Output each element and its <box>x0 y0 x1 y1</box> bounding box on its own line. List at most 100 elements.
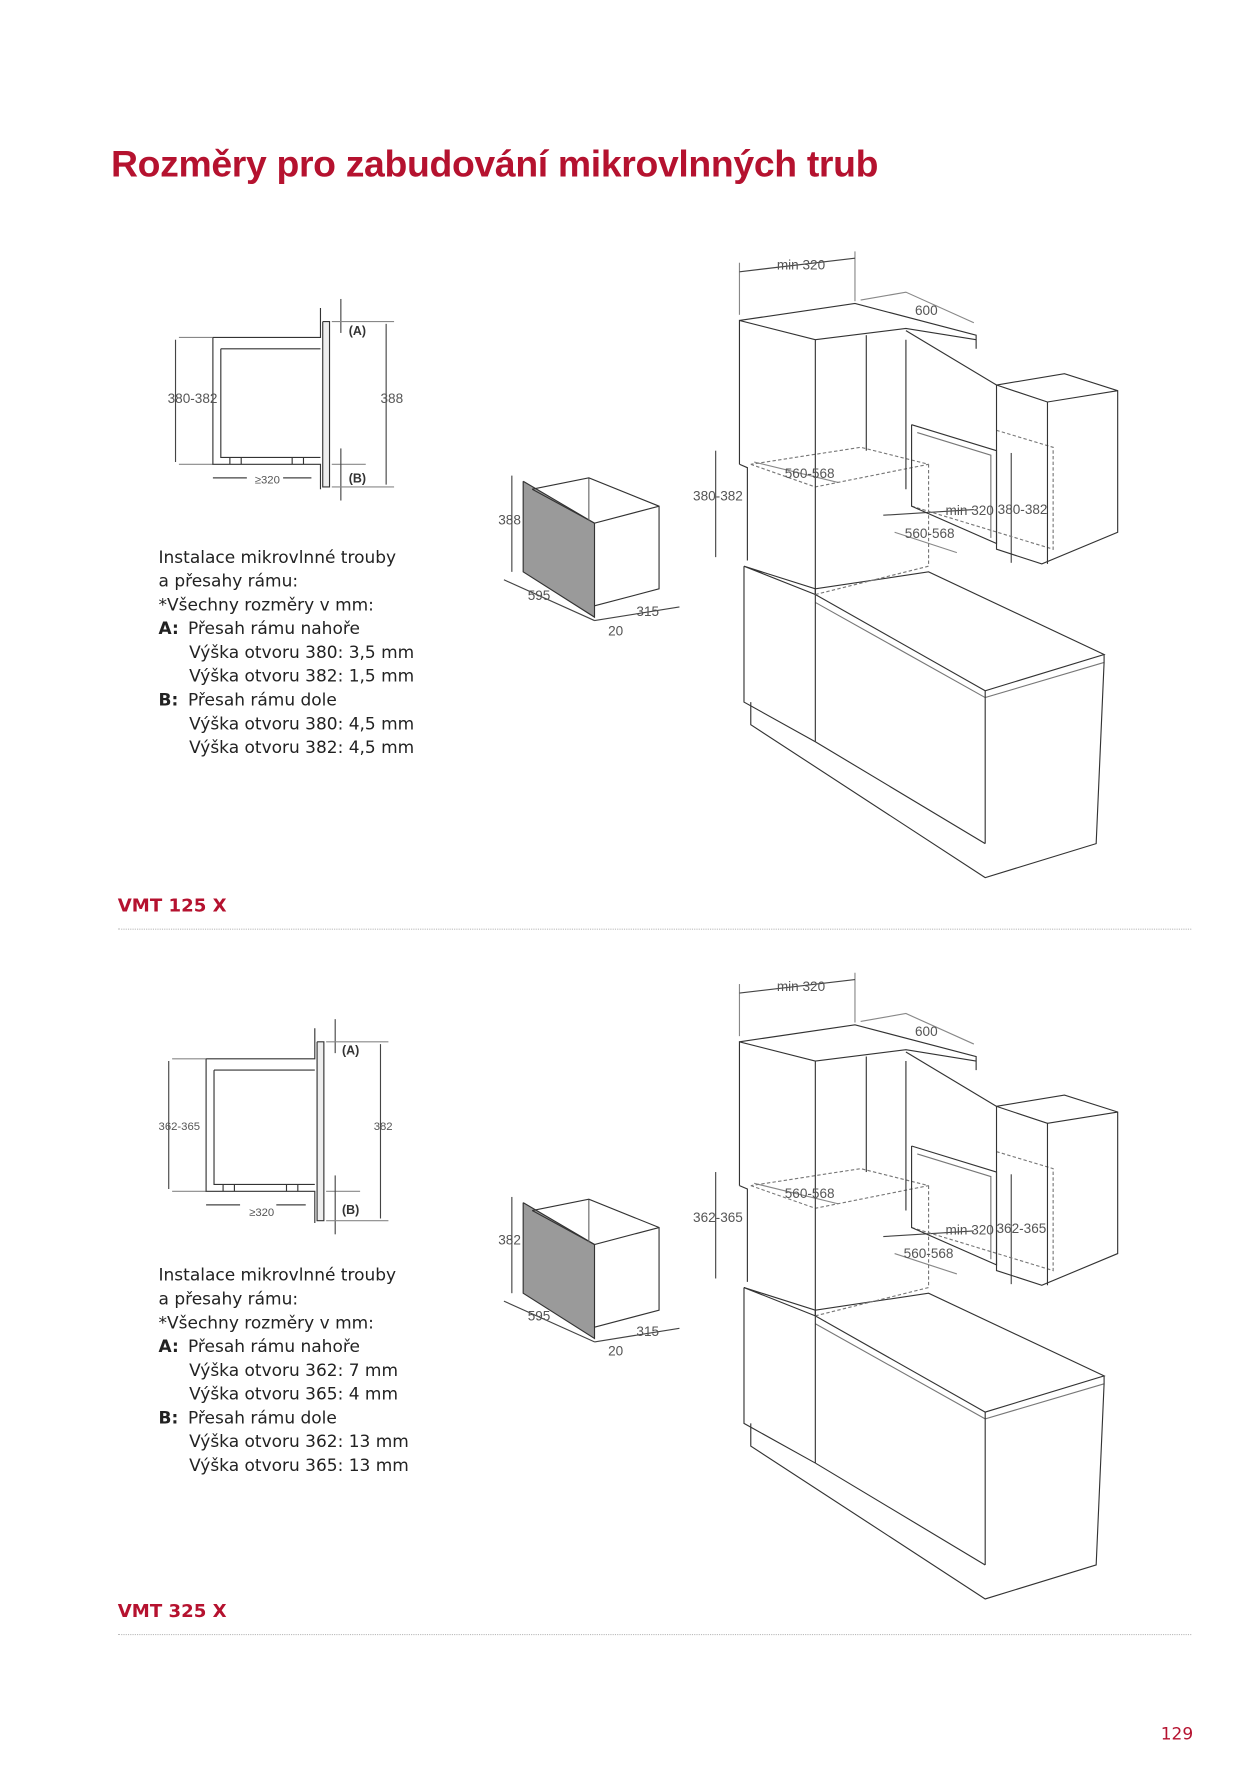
installation-notes-2: Instalace mikrovlnné trouby a přesahy rá… <box>159 1264 409 1478</box>
niche-height-left-label: 380-382 <box>693 489 743 504</box>
drawing-line <box>739 463 748 561</box>
niche-height-right-label: 362-365 <box>997 1221 1047 1236</box>
depth-label: ≥320 <box>255 475 280 487</box>
overlap-a-label: (A) <box>342 1043 359 1057</box>
microwave-width-label: 595 <box>528 588 551 603</box>
section-1-diagrams: 380-382 388 ≥320 (A) (B) min 320 600 560… <box>168 251 1119 879</box>
niche-width-left-label: 560-568 <box>785 1186 835 1201</box>
kitchen-diagram: min 320 600 560-568 380-382 min 320 380-… <box>498 251 1119 879</box>
drawing-line <box>220 348 321 459</box>
overlap-b-text: Přesah rámu dole <box>187 689 337 711</box>
microwave-height-label: 382 <box>498 1233 521 1248</box>
min-depth-top-label: min 320 <box>777 258 826 273</box>
dimension-line <box>894 531 958 554</box>
drawing-line <box>911 1151 1054 1272</box>
drawing-line <box>815 601 1105 699</box>
note-line: Výška otvoru 382: 4,5 mm <box>189 737 415 758</box>
niche-width-right-label: 560-568 <box>904 1246 954 1261</box>
drawing-line <box>205 1058 316 1223</box>
overlap-a-text: Přesah rámu nahoře <box>187 618 360 639</box>
drawing-line <box>212 308 322 339</box>
key-b: B: <box>158 689 179 711</box>
note-line: a přesahy rámu: <box>158 570 299 592</box>
drawing-line <box>212 337 322 490</box>
drawing-line <box>815 1286 929 1317</box>
note-line: Výška otvoru 365: 13 mm <box>189 1455 409 1476</box>
microwave-frame-label: 20 <box>608 623 624 638</box>
note-line: Výška otvoru 362: 13 mm <box>189 1431 409 1452</box>
note-line: a přesahy rámu: <box>158 1288 299 1310</box>
drawing-line <box>750 446 929 488</box>
frame-height-label: 388 <box>380 391 403 406</box>
model-name: VMT 325 X <box>117 1600 227 1622</box>
dimension-line <box>739 978 856 994</box>
side-section-diagram: 380-382 388 ≥320 (A) (B) <box>168 298 403 501</box>
drawing-line <box>739 302 977 349</box>
dimension-line <box>754 1182 839 1205</box>
divider <box>117 928 1192 930</box>
drawing-line <box>316 1041 325 1222</box>
drawing-line <box>738 319 816 595</box>
key-a: A: <box>158 618 179 639</box>
drawing-line <box>815 1323 1105 1420</box>
dimension-line <box>594 1327 680 1343</box>
drawing-line <box>322 321 331 488</box>
niche-width-right-label: 560-568 <box>905 526 955 541</box>
note-line: Výška otvoru 365: 4 mm <box>189 1383 399 1405</box>
note-line: Výška otvoru 380: 4,5 mm <box>189 713 415 734</box>
niche-width-left-label: 560-568 <box>785 466 835 481</box>
overlap-b-heading: B:Přesah rámu dole <box>159 1406 409 1430</box>
drawing-line <box>213 1070 315 1186</box>
opening-height-label: 380-382 <box>168 391 218 406</box>
dimension-line <box>503 1300 595 1343</box>
note-line: Výška otvoru 380: 3,5 mm <box>189 642 415 663</box>
niche-height-left-label: 362-365 <box>693 1210 743 1225</box>
drawing-line <box>815 327 977 341</box>
drawing-line <box>995 1094 1119 1286</box>
min-depth-label: min 320 <box>946 1222 995 1237</box>
page-number: 129 <box>1160 1723 1194 1744</box>
drawing-line <box>532 1198 660 1328</box>
drawing-line <box>532 477 660 607</box>
drawing-line <box>905 1051 997 1107</box>
drawing-line <box>996 384 1049 564</box>
drawing-line <box>522 480 596 619</box>
microwave-frame-label: 20 <box>608 1343 624 1358</box>
min-depth-top-label: min 320 <box>777 979 826 994</box>
drawing-line <box>815 741 986 845</box>
model-name: VMT 125 X <box>117 894 227 917</box>
note-line: Výška otvoru 382: 1,5 mm <box>189 665 415 687</box>
note-line: Výška otvoru 362: 7 mm <box>189 1360 399 1381</box>
drawing-line <box>1047 390 1118 403</box>
drawing-line <box>522 1202 596 1340</box>
dimension-line <box>860 291 975 324</box>
note-line: Instalace mikrovlnné trouby <box>158 1264 397 1286</box>
opening-height-label: 362-365 <box>159 1121 201 1133</box>
section-2-diagrams: 362-365 382 ≥320 (A) (B) min 320 600 560… <box>159 972 1119 1600</box>
drawing-line <box>739 1024 977 1071</box>
microwave-depth-label: 315 <box>636 604 659 619</box>
drawing-line <box>815 1462 986 1566</box>
drawing-line <box>750 1168 929 1209</box>
side-section-diagram: 362-365 382 ≥320 (A) (B) <box>159 1019 393 1235</box>
key-b: B: <box>158 1407 179 1428</box>
drawing-line <box>750 1375 1105 1600</box>
drawing-line <box>743 1286 1106 1413</box>
drawing-line <box>917 1153 992 1260</box>
overlap-b-label: (B) <box>349 471 366 485</box>
min-depth-label: min 320 <box>946 503 995 518</box>
overlap-b-heading: B: Přesah rámu dole <box>159 688 415 712</box>
drawing-line <box>815 565 929 596</box>
dimension-line <box>754 461 839 483</box>
drawing-line <box>743 1287 816 1464</box>
drawing-line <box>743 566 816 743</box>
depth-label: ≥320 <box>249 1207 274 1219</box>
kitchen-diagram: min 320 600 560-568 362-365 min 320 362-… <box>498 972 1119 1600</box>
drawing-line <box>743 565 1106 692</box>
page-title: Rozměry pro zabudování mikrovlnných trub <box>110 142 879 185</box>
note-line: Instalace mikrovlnné trouby <box>158 546 397 568</box>
note-line: *Všechny rozměry v mm: <box>158 1312 374 1333</box>
drawing-line <box>750 654 1105 879</box>
